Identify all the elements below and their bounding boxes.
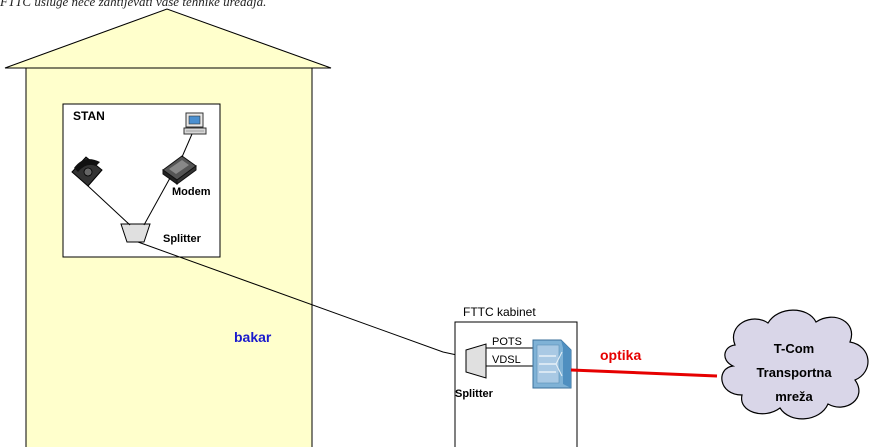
computer-icon (183, 112, 207, 135)
modem-label: Modem (172, 186, 211, 198)
modem-to-splitter-line (143, 177, 171, 226)
cabinet-title: FTTC kabinet (463, 305, 536, 319)
pots-label: POTS (492, 336, 522, 348)
phone-to-splitter-line (87, 185, 131, 226)
network-label-line-2: Transportna (756, 365, 832, 380)
home-splitter (120, 223, 151, 243)
top-caption: FTTC usluge neće zahtijevati vaše tehnik… (0, 0, 267, 9)
copper-label: bakar (234, 329, 272, 345)
fiber-line (570, 368, 718, 378)
house-roof (4, 8, 332, 69)
computer-to-modem-line (181, 133, 193, 158)
home-splitter-label: Splitter (163, 233, 202, 245)
cabinet-splitter (465, 343, 487, 379)
cabinet-splitter-label: Splitter (455, 388, 494, 400)
vdsl-label: VDSL (492, 354, 521, 366)
telephone-icon (71, 156, 103, 187)
fiber-label: optika (600, 347, 641, 363)
network-label-line-1: T-Com (774, 341, 814, 356)
modem-icon (162, 155, 197, 185)
dslam-icon (532, 339, 572, 389)
transport-network-cloud (721, 309, 869, 420)
room-label: STAN (73, 109, 105, 123)
network-label-line-3: mreža (775, 389, 813, 404)
